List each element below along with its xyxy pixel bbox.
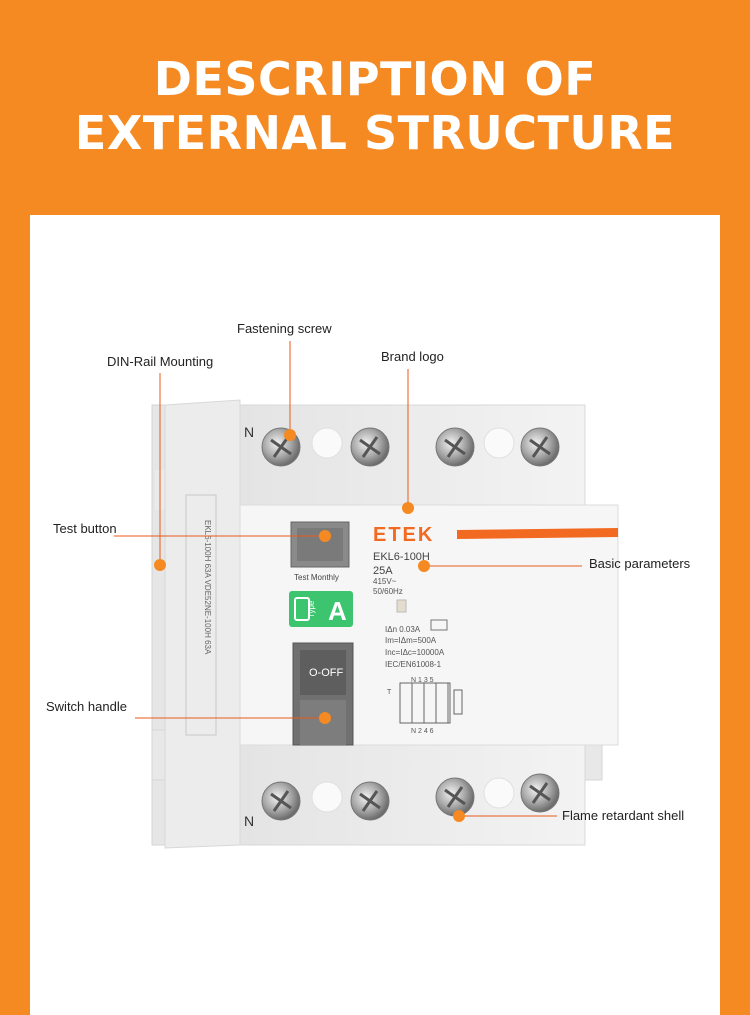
rated-voltage: 415V~: [373, 577, 397, 586]
side-face: [164, 399, 241, 849]
rated-current: 25A: [373, 565, 393, 577]
ac-symbol-icon: [430, 619, 448, 631]
standard: IEC/EN61008-1: [385, 660, 442, 669]
callout-fastening-screw: Fastening screw: [237, 321, 332, 336]
test-monthly-label: Test Monthly: [294, 573, 339, 582]
side-label: [185, 494, 217, 736]
callout-dots: [154, 429, 465, 822]
title-line-2: EXTERNAL STRUCTURE: [74, 106, 676, 160]
brand-logo: ETEK: [373, 524, 434, 546]
screw-hole: [311, 427, 343, 459]
wiring-bottom-labels: N 2 4 6: [411, 728, 434, 735]
type-a-value: A: [328, 596, 347, 626]
wiring-test-label: T: [387, 689, 392, 696]
callout-basic-parameters: Basic parameters: [589, 556, 691, 571]
sensitivity: IΔn 0.03A: [385, 625, 421, 634]
top-screws: [261, 427, 560, 467]
callout-din-rail: DIN-Rail Mounting: [107, 354, 214, 369]
indicator-window: [396, 599, 407, 613]
switch-off-label: O-OFF: [309, 667, 343, 679]
terminal-n-bottom: N: [244, 813, 254, 829]
title-line-1: DESCRIPTION OF: [153, 52, 597, 106]
type-a-badge: [289, 591, 353, 627]
side-label-text: EKL6-100H 63A VDE52NE-100H 63A: [203, 520, 212, 655]
plug-icon: [294, 597, 310, 621]
callout-flame-shell: Flame retardant shell: [562, 808, 685, 823]
im-rating: Im=IΔm=500A: [385, 636, 437, 645]
callout-brand-logo: Brand logo: [381, 349, 444, 364]
terminal-n-top: N: [244, 424, 254, 440]
switch-handle: [300, 650, 346, 695]
screw-hole: [311, 781, 343, 813]
frequency: 50/60Hz: [373, 587, 403, 596]
model-number: EKL6-100H: [373, 551, 430, 563]
brand-stripe: [457, 528, 618, 539]
screw-hole: [483, 427, 515, 459]
page-title: DESCRIPTION OF EXTERNAL STRUCTURE: [0, 52, 750, 160]
callout-lines: [114, 341, 582, 817]
wiring-top-labels: N 1 3 5: [411, 677, 434, 684]
inc-rating: Inc=IΔc=10000A: [385, 648, 445, 657]
screw-hole: [483, 777, 515, 809]
callout-switch-handle: Switch handle: [46, 699, 127, 714]
callout-test-button: Test button: [53, 521, 117, 536]
bottom-screws: [261, 773, 560, 821]
type-a-label: Type: [307, 600, 316, 618]
wiring-diagram-icon: [399, 682, 463, 724]
